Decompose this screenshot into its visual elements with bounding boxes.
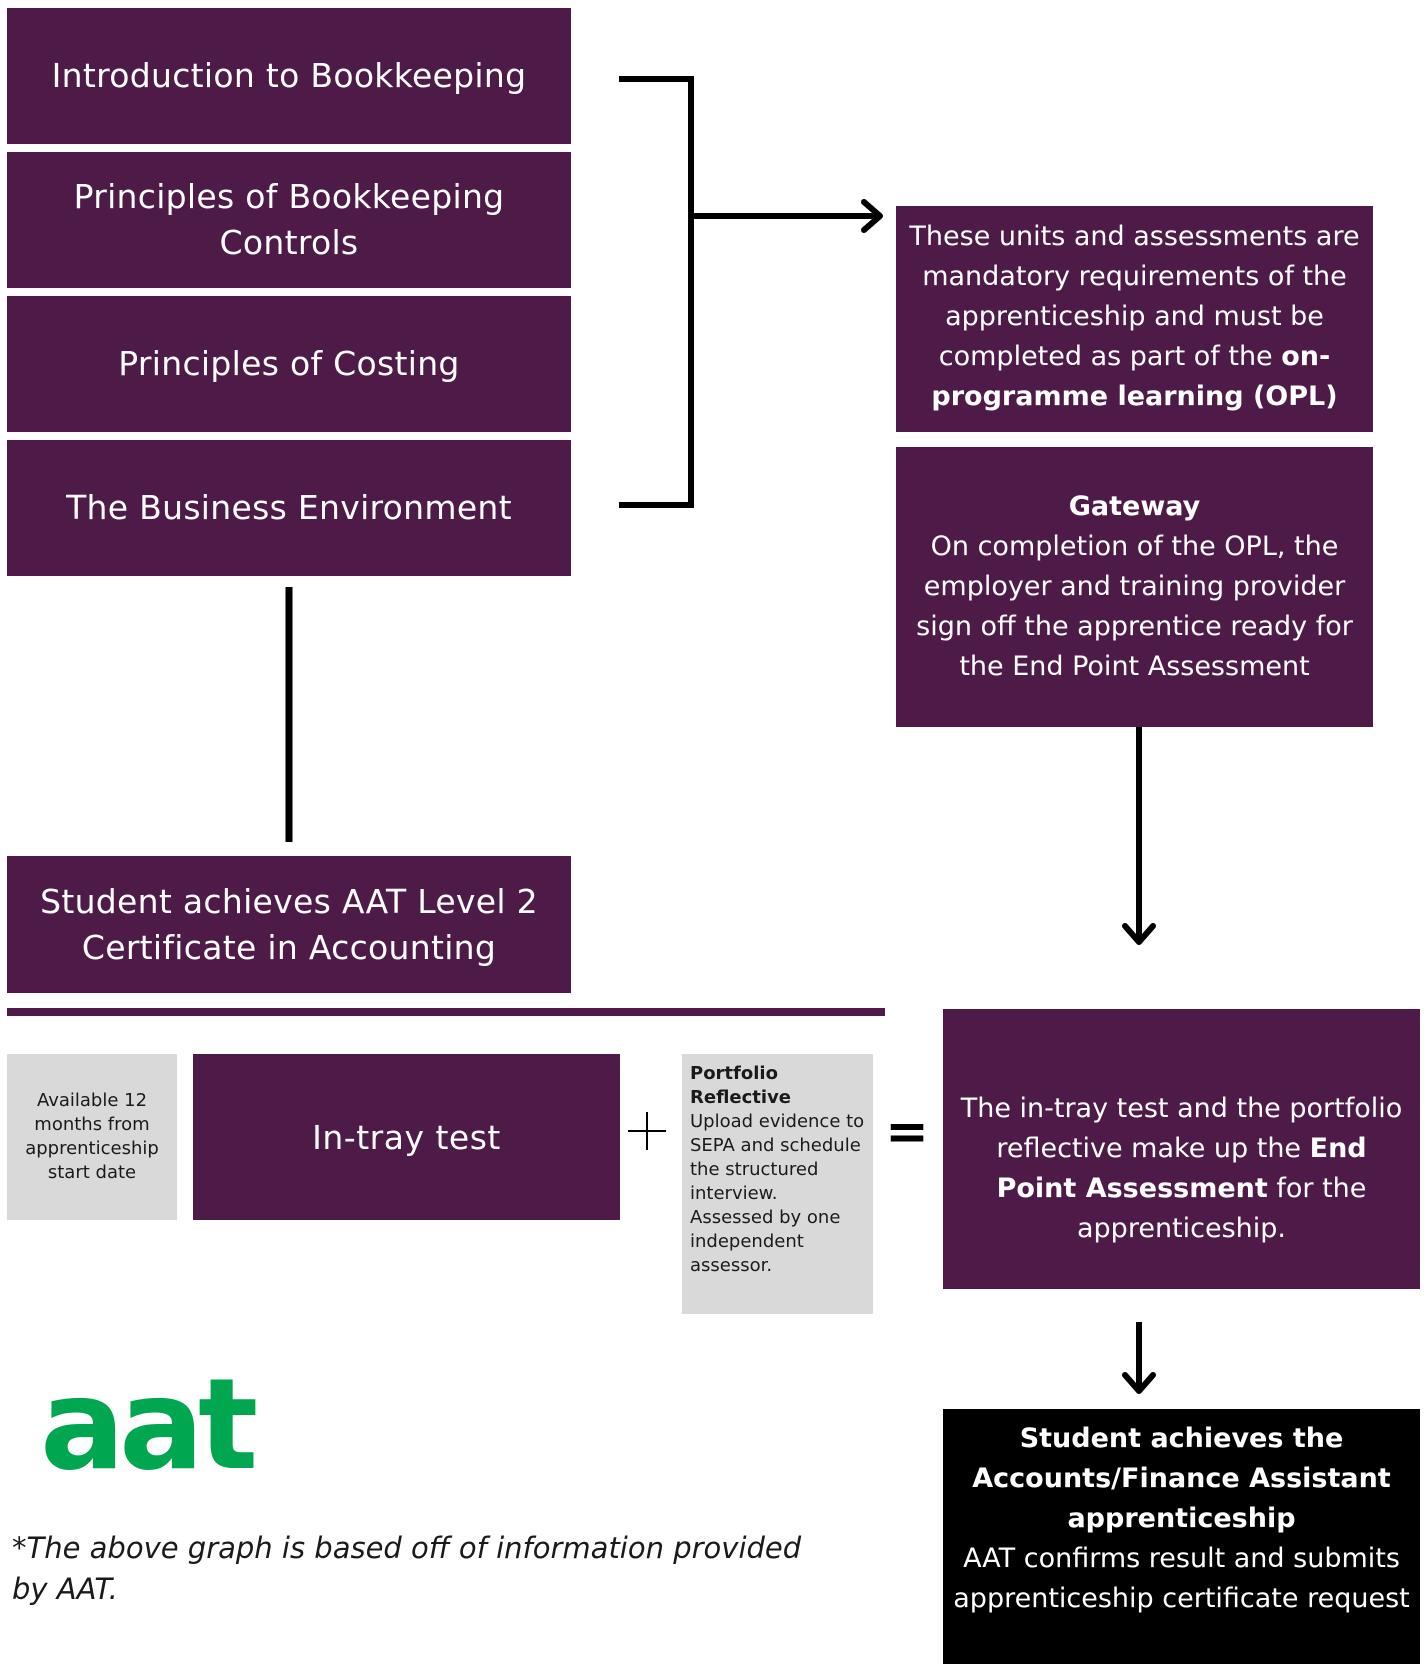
- unit-label: The Business Environment: [66, 488, 512, 527]
- final-text: AAT confirms result and submits apprenti…: [953, 1543, 1410, 1614]
- unit-box-costing: Principles of Costing: [7, 296, 571, 432]
- intray-test-box: In-tray test: [193, 1054, 620, 1220]
- epa-arrowhead: [1122, 1372, 1156, 1394]
- unit-label: Principles of Costing: [118, 344, 460, 383]
- opl-text: These units and assessments are mandator…: [909, 221, 1360, 372]
- intray-label: In-tray test: [312, 1117, 501, 1157]
- aat-logo: aat: [40, 1362, 258, 1488]
- opl-info-box: These units and assessments are mandator…: [896, 206, 1373, 432]
- equals-symbol: =: [885, 1102, 929, 1162]
- availability-note: Available 12 months from apprenticeship …: [7, 1054, 177, 1220]
- unit-label: Introduction to Bookkeeping: [51, 56, 527, 95]
- unit-box-business-environment: The Business Environment: [7, 440, 571, 576]
- gateway-title: Gateway: [1068, 491, 1201, 522]
- bracket-connector: [619, 76, 694, 508]
- unit-box-bookkeeping-controls: Principles of Bookkeeping Controls: [7, 152, 571, 288]
- gateway-arrowhead: [1122, 923, 1156, 945]
- unit-label: Principles of Bookkeeping Controls: [73, 177, 505, 262]
- plus-symbol: +: [624, 1100, 670, 1160]
- section-divider: [7, 1008, 885, 1016]
- portfolio-reflective-box: Portfolio Reflective Upload evidence to …: [682, 1054, 873, 1314]
- opl-bold-text: on-programme learning (OPL): [931, 341, 1338, 412]
- unit-box-intro-bookkeeping: Introduction to Bookkeeping: [7, 8, 571, 144]
- level2-certificate-box: Student achieves AAT Level 2 Certificate…: [7, 856, 571, 993]
- epa-bold-text: End Point Assessment: [996, 1133, 1367, 1204]
- epa-box: The in-tray test and the portfolio refle…: [943, 1009, 1420, 1289]
- bracket-arrowhead: [861, 199, 883, 233]
- epa-text: The in-tray test and the portfolio refle…: [960, 1093, 1403, 1164]
- final-title: Student achieves the Accounts/Finance As…: [972, 1423, 1391, 1534]
- level2-label: Student achieves AAT Level 2 Certificate…: [40, 881, 538, 967]
- portfolio-text: Upload evidence to SEPA and schedule the…: [690, 1111, 865, 1276]
- gateway-box: Gateway On completion of the OPL, the em…: [896, 447, 1373, 727]
- epa-text-end: for the apprenticeship.: [1077, 1173, 1367, 1244]
- gateway-text: On completion of the OPL, the employer a…: [916, 531, 1353, 682]
- logo-text: aat: [40, 1351, 258, 1498]
- availability-text: Available 12 months from apprenticeship …: [25, 1090, 159, 1183]
- final-achievement-box: Student achieves the Accounts/Finance As…: [943, 1409, 1420, 1664]
- portfolio-title: Portfolio Reflective: [690, 1063, 792, 1108]
- footnote: *The above graph is based off of informa…: [12, 1531, 802, 1606]
